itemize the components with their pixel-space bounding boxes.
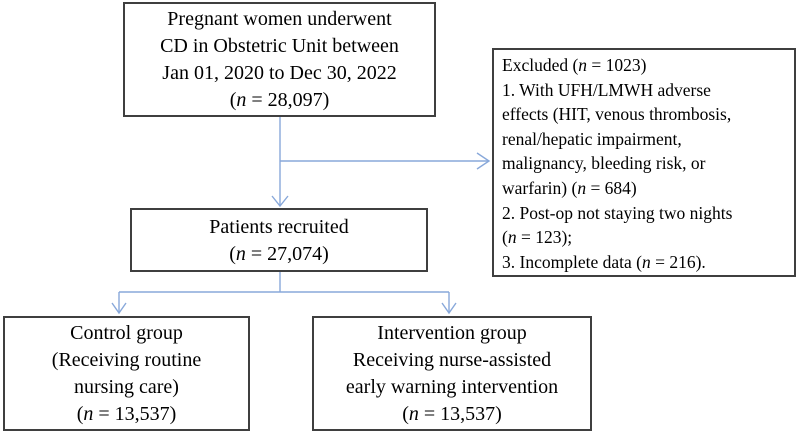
text-line: Receiving nurse-assisted	[352, 349, 552, 371]
text-line: (n = 123);	[502, 227, 573, 248]
text-line: (Receiving routine	[51, 349, 202, 371]
text-line: Patients recruited	[209, 216, 349, 238]
text-line: CD in Obstetric Unit between	[160, 35, 399, 57]
text-line: Excluded (n = 1023)	[502, 55, 647, 75]
text-line: Pregnant women underwent	[167, 8, 392, 30]
text-line: warfarin) (n = 684)	[502, 177, 637, 198]
text-line: 3. Incomplete data (n = 216).	[502, 251, 706, 272]
arrow-source-to-excluded	[280, 152, 491, 170]
text-line: Intervention group	[377, 322, 527, 344]
excluded-box: Excluded (n = 1023) 1. With UFH/LMWH adve…	[492, 48, 796, 277]
text-line: Jan 01, 2020 to Dec 30, 2022	[162, 62, 397, 84]
text-line: 1. With UFH/LMWH adverse	[502, 79, 711, 100]
text-line: (n = 27,074)	[229, 243, 329, 265]
text-line: early warning intervention	[345, 376, 559, 398]
patients-recruited-box: Patients recruited (n = 27,074)	[130, 208, 428, 272]
text-line: renal/hepatic impairment,	[502, 128, 682, 149]
text-line: Control group	[70, 322, 183, 344]
text-line: effects (HIT, venous thrombosis,	[502, 104, 732, 125]
text-line: malignancy, bleeding risk, or	[502, 153, 706, 174]
text-line: (n = 28,097)	[229, 89, 330, 111]
connector-recruited-split	[111, 272, 457, 315]
text-line: nursing care)	[74, 376, 179, 398]
text-line: 2. Post-op not staying two nights	[502, 202, 733, 223]
control-group-box: Control group (Receiving routine nursing c…	[3, 316, 250, 431]
source-population-box: Pregnant women underwent CD in Obstetric …	[123, 2, 436, 117]
text-line: (n = 13,537)	[76, 403, 177, 425]
text-line: (n = 13,537)	[402, 403, 502, 425]
